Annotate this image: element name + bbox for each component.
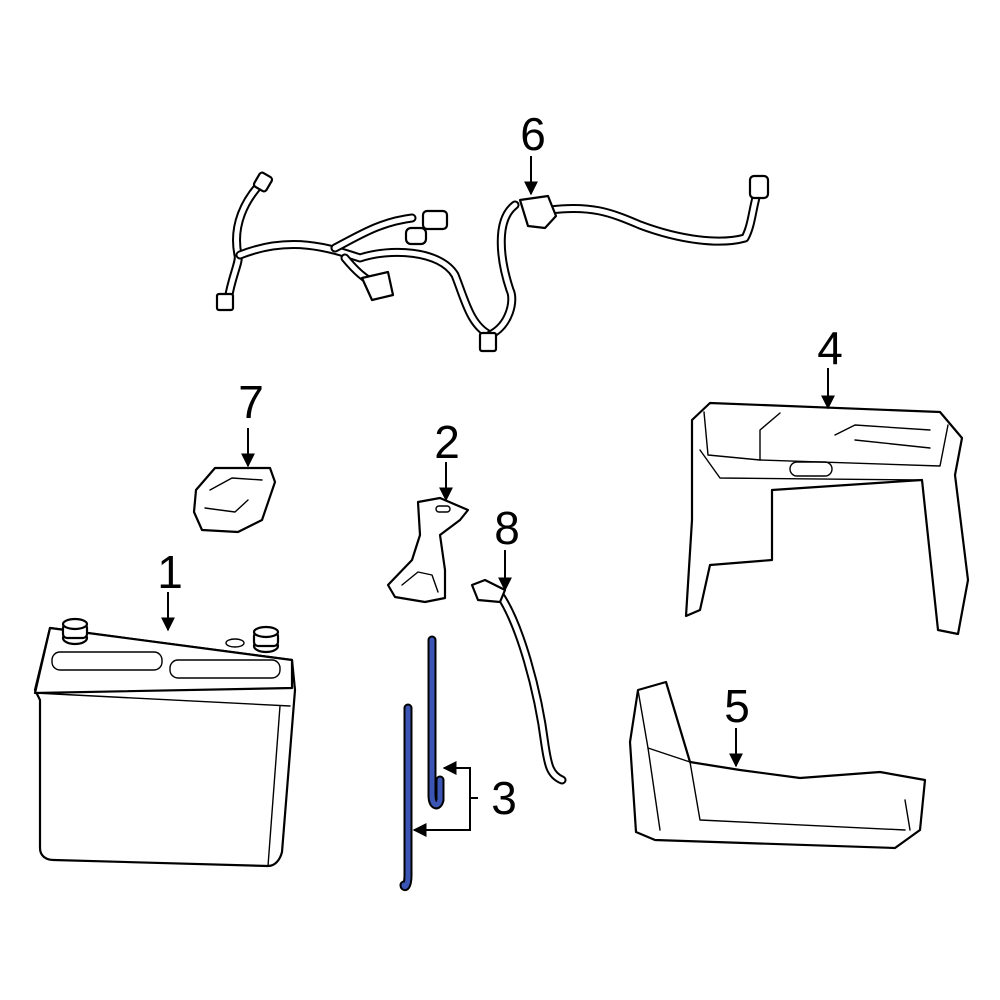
callout-2-label: 2 xyxy=(434,416,460,468)
hold-down-bracket-part[interactable] xyxy=(386,496,470,604)
callout-4: 4 xyxy=(817,322,843,410)
battery-cable-part[interactable] xyxy=(470,578,567,785)
battery-tray-part[interactable] xyxy=(628,680,927,850)
wire-harness-part[interactable] xyxy=(215,171,770,353)
callout-3: 3 xyxy=(412,761,517,837)
callout-5-label: 5 xyxy=(724,680,750,732)
callout-8: 8 xyxy=(494,502,520,592)
callout-5: 5 xyxy=(724,680,750,768)
battery-part[interactable] xyxy=(33,617,297,868)
callout-8-label: 8 xyxy=(494,502,520,554)
callout-7-label: 7 xyxy=(238,376,264,428)
callout-1-label: 1 xyxy=(157,546,183,598)
callout-4-label: 4 xyxy=(817,322,843,374)
hold-down-rods-part[interactable] xyxy=(399,635,445,892)
tray-cover-part[interactable] xyxy=(684,401,970,636)
terminal-cover-part[interactable] xyxy=(192,466,277,534)
callout-7: 7 xyxy=(238,376,264,468)
callout-2: 2 xyxy=(434,416,460,502)
callout-3-label: 3 xyxy=(491,772,517,824)
callout-6: 6 xyxy=(520,108,546,196)
callout-6-label: 6 xyxy=(520,108,546,160)
callout-1: 1 xyxy=(157,546,183,632)
